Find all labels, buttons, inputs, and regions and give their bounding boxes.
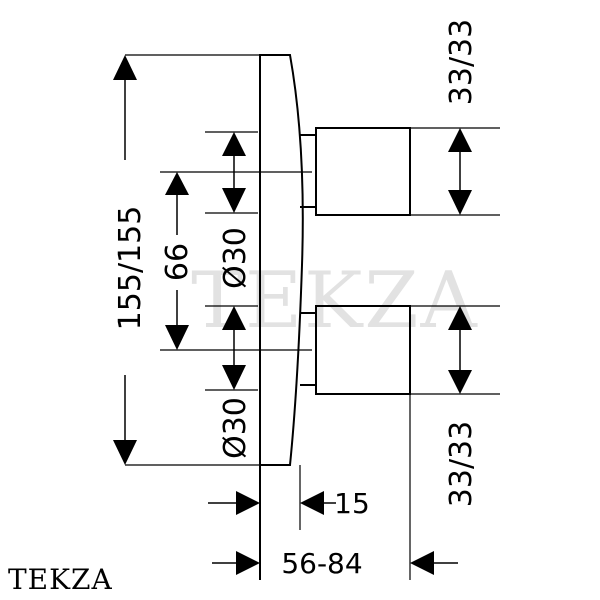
lower-handle xyxy=(315,305,411,395)
arrowhead xyxy=(222,365,246,390)
arrowheads xyxy=(113,55,472,575)
arrowhead xyxy=(448,128,472,152)
arrowhead xyxy=(300,491,324,515)
label-bottom-offset: 33/33 xyxy=(444,421,479,507)
label-plate-depth: 15 xyxy=(334,487,370,520)
arrowhead xyxy=(222,132,246,156)
upper-handle xyxy=(315,127,411,216)
product-outline xyxy=(259,54,411,580)
arrowhead xyxy=(222,188,246,213)
arrowhead xyxy=(448,370,472,394)
arrowhead xyxy=(113,440,137,465)
label-top-diameter: Ø30 xyxy=(218,227,253,289)
arrowhead xyxy=(236,551,260,575)
watermark-text: TEKZA xyxy=(191,256,479,346)
brand-logo-text: TEKZA xyxy=(8,563,113,596)
arrowhead xyxy=(113,55,137,80)
dimension-lines xyxy=(124,80,461,564)
label-bottom-diameter: Ø30 xyxy=(218,397,253,459)
arrowhead xyxy=(410,551,434,575)
cover-plate xyxy=(259,54,304,466)
arrowhead xyxy=(448,306,472,330)
extension-lines xyxy=(125,54,500,580)
label-spacing: 66 xyxy=(160,243,195,281)
arrowhead xyxy=(165,325,189,350)
label-total-height: 155/155 xyxy=(113,206,148,331)
arrowhead xyxy=(236,491,260,515)
arrowhead xyxy=(165,172,189,195)
arrowhead xyxy=(448,190,472,215)
label-overall-depth: 56-84 xyxy=(281,547,362,580)
arrowhead xyxy=(222,306,246,330)
label-top-offset: 33/33 xyxy=(444,19,479,105)
